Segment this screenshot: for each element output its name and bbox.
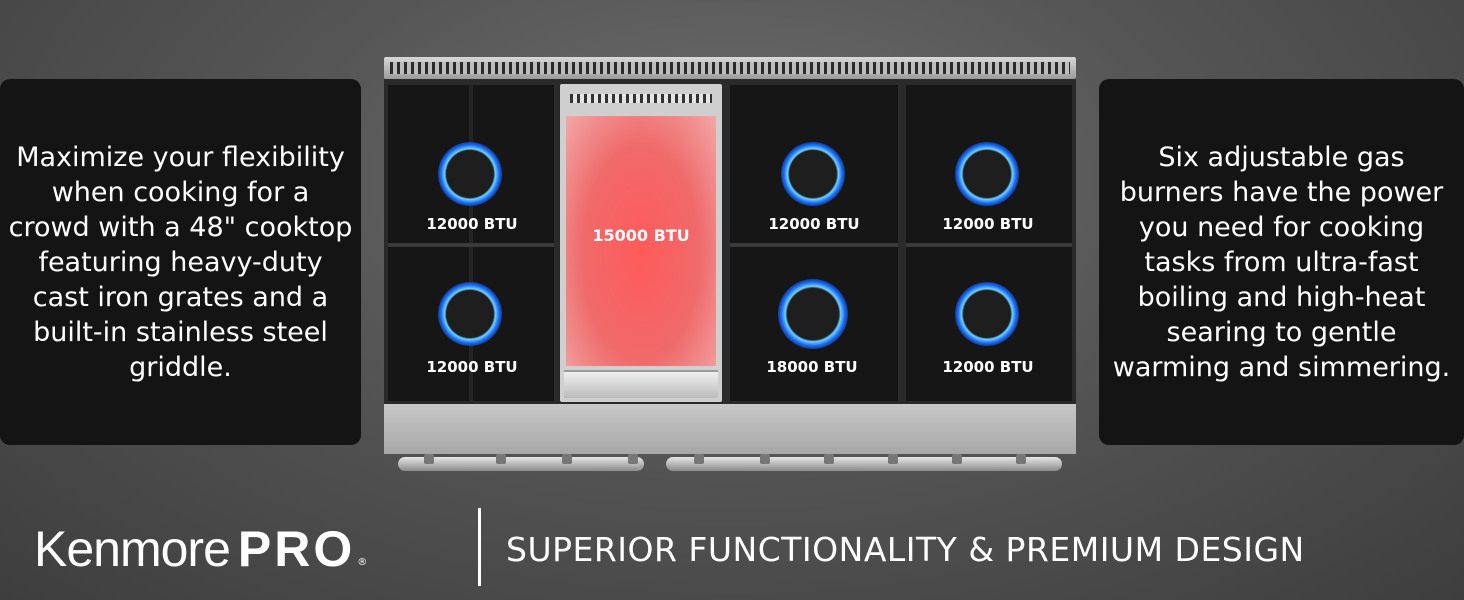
- knob-rail-left: [398, 457, 644, 471]
- tagline: SUPERIOR FUNCTIONALITY & PREMIUM DESIGN: [506, 530, 1305, 569]
- front-panel: [384, 404, 1076, 454]
- brand-pro: PRO: [237, 521, 356, 577]
- cooktop-illustration: 12000 BTU 12000 BTU 12000 BTU 18000 BTU …: [384, 57, 1076, 482]
- brand-divider: [478, 508, 481, 586]
- burner-3: [781, 142, 845, 206]
- burner-zone-center: [730, 85, 898, 401]
- burner-5: [955, 142, 1019, 206]
- burner-1: [438, 142, 502, 206]
- brand-name: Kenmore: [34, 521, 231, 577]
- cooktop-surface: 12000 BTU 12000 BTU 12000 BTU 18000 BTU …: [384, 79, 1076, 404]
- knob-rail-right: [666, 457, 1062, 471]
- backguard: [384, 57, 1076, 79]
- burner-6: [955, 282, 1019, 346]
- burner-2: [438, 282, 502, 346]
- burner-1-btu-label: 12000 BTU: [426, 215, 518, 233]
- griddle-heat-zone: [566, 116, 716, 366]
- brand-logo: Kenmore PRO ®: [34, 516, 367, 582]
- griddle: [560, 84, 722, 402]
- burner-4-btu-label: 18000 BTU: [766, 358, 858, 376]
- right-feature-text: Six adjustable gas burners have the powe…: [1112, 141, 1451, 383]
- burner-zone-right: [906, 85, 1072, 401]
- left-feature-panel: Maximize your flexibility when cooking f…: [0, 79, 361, 445]
- left-feature-text: Maximize your flexibility when cooking f…: [8, 141, 353, 383]
- burner-6-btu-label: 12000 BTU: [942, 358, 1034, 376]
- burner-zone-left: [388, 85, 554, 401]
- burner-4: [778, 279, 848, 349]
- grease-trough: [564, 370, 718, 398]
- burner-3-btu-label: 12000 BTU: [768, 215, 860, 233]
- right-feature-panel: Six adjustable gas burners have the powe…: [1099, 79, 1464, 445]
- registered-mark: ®: [357, 557, 368, 568]
- burner-5-btu-label: 12000 BTU: [942, 215, 1034, 233]
- griddle-btu-label: 15000 BTU: [592, 226, 690, 245]
- burner-2-btu-label: 12000 BTU: [426, 358, 518, 376]
